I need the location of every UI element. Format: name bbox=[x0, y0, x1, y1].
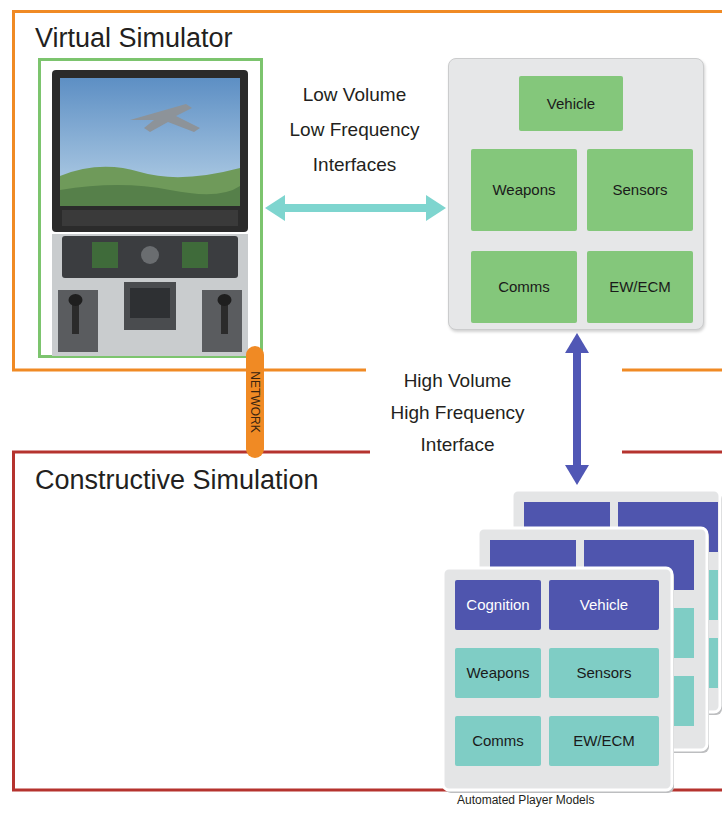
subsystem-box: Vehicle bbox=[519, 76, 623, 131]
arrow-head bbox=[565, 333, 589, 353]
region-frame: Virtual SimulatorVehicleWeapons SensorsCo… bbox=[12, 10, 722, 370]
subsystem-box: Sensors bbox=[587, 149, 693, 231]
network-pill: NETWORK bbox=[246, 346, 264, 458]
arrow-shaft bbox=[573, 351, 581, 467]
box-label: Cognition bbox=[466, 596, 529, 614]
box-label: Sensors bbox=[612, 181, 667, 199]
player-model-stack: Automated Player ModelsCognitionVehicleW… bbox=[443, 488, 722, 790]
subsystem-box: EW/ECM bbox=[587, 251, 693, 323]
region-title: Constructive Simulation bbox=[35, 464, 722, 496]
model-box: EW/ECM bbox=[549, 716, 659, 766]
box-label: Sensors bbox=[576, 664, 631, 682]
box-label: EW/ECM bbox=[573, 732, 635, 750]
box-label: Vehicle bbox=[580, 596, 628, 614]
edge-label: High Volume High Frequency Interface bbox=[386, 365, 529, 461]
model-box: Sensors bbox=[549, 648, 659, 698]
interface-arrow bbox=[265, 195, 446, 221]
subsystem-box: Comms bbox=[471, 251, 577, 323]
region-outline bbox=[14, 12, 722, 791]
interface-connector bbox=[565, 333, 589, 485]
interface-label: Low Volume Low Frequency Interfaces bbox=[286, 77, 423, 182]
stacked-cards bbox=[443, 490, 722, 793]
stack-heading: Automated Player Models bbox=[457, 793, 722, 807]
box-label: Weapons bbox=[492, 181, 555, 199]
cockpit-illustration bbox=[40, 60, 262, 357]
box-label: EW/ECM bbox=[609, 278, 671, 296]
network-label: NETWORK bbox=[249, 371, 261, 432]
box-label: Vehicle bbox=[547, 95, 595, 113]
box-label: Comms bbox=[472, 732, 524, 750]
subsystem-panel: VehicleWeapons SensorsComms EW/ECM bbox=[448, 58, 704, 330]
box-label: Comms bbox=[498, 278, 550, 296]
box-label: Weapons bbox=[466, 664, 529, 682]
arrow-head bbox=[565, 465, 589, 485]
region-frame: Constructive SimulationAutomated Player … bbox=[12, 452, 722, 790]
model-box: Cognition bbox=[455, 580, 541, 630]
model-box: Comms bbox=[455, 716, 541, 766]
model-box: Vehicle bbox=[549, 580, 659, 630]
subsystem-box: Weapons bbox=[471, 149, 577, 231]
model-box: Weapons bbox=[455, 648, 541, 698]
region-title: Virtual Simulator bbox=[35, 22, 722, 54]
